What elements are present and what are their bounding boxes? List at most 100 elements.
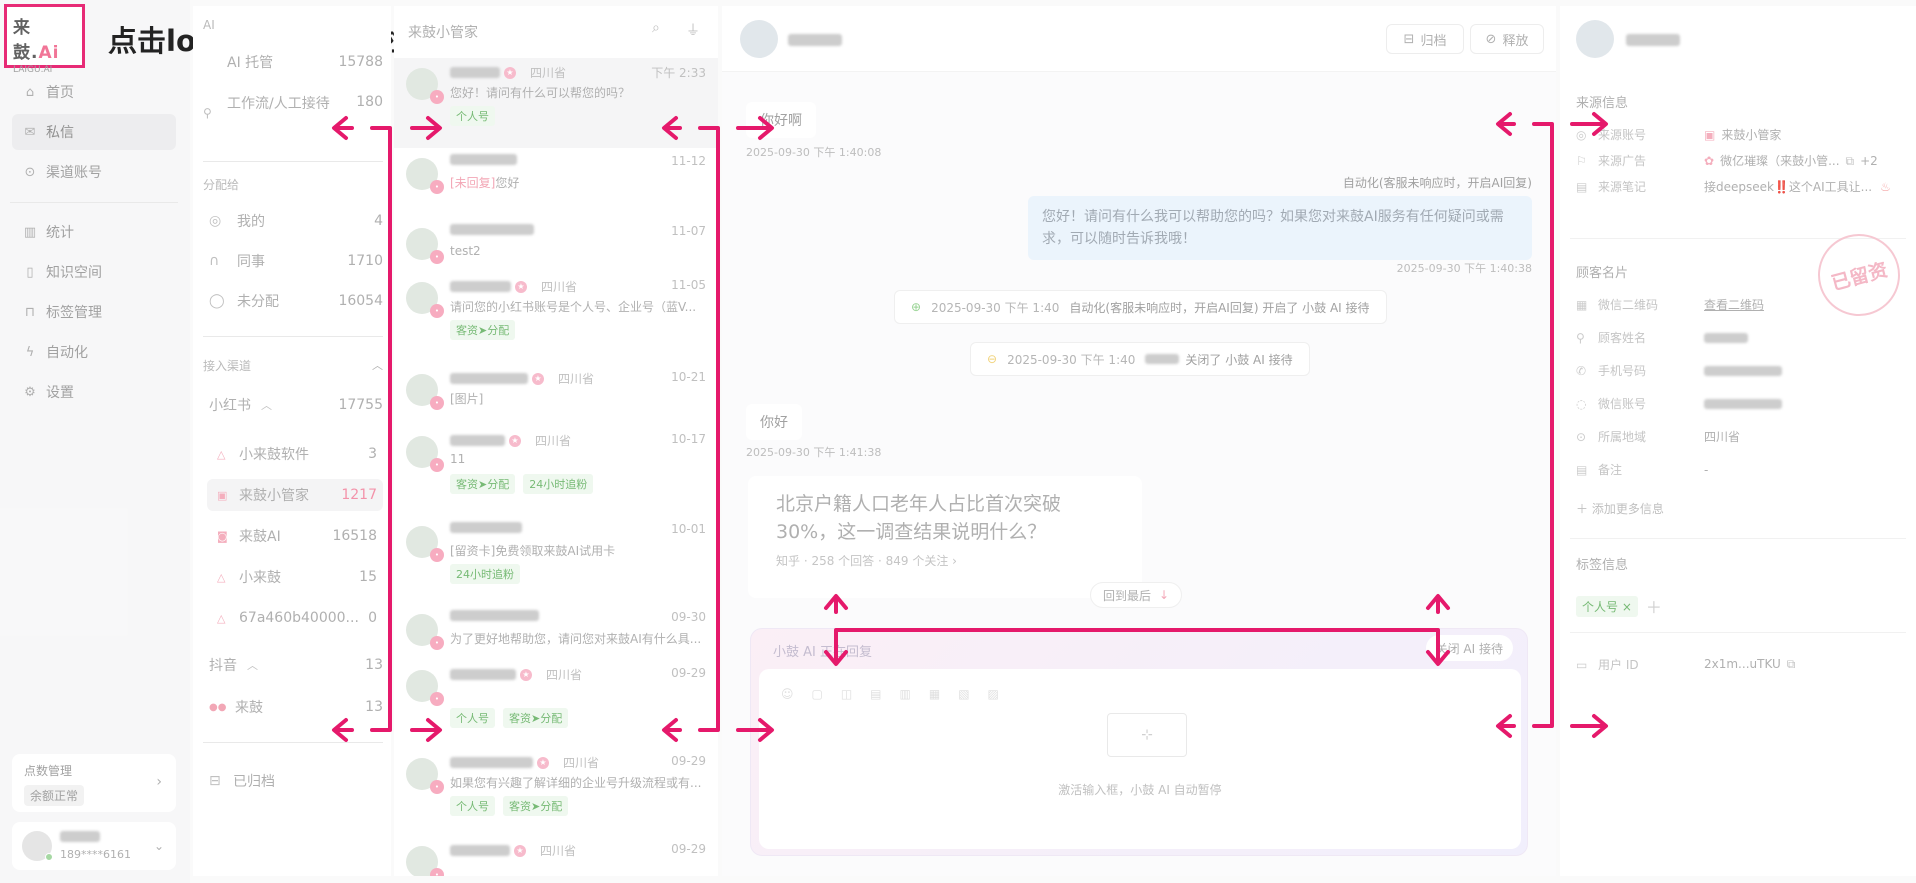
item-time: 09-29 xyxy=(671,754,706,768)
outgoing-message: 您好！请问有什么我可以帮助您的吗？如果您对来鼓AI服务有任何疑问或需求，可以随时… xyxy=(1028,196,1532,260)
filter-ai-hosting[interactable]: AI 托管 15788 xyxy=(203,52,383,72)
customer-card-section: 顾客名片 ▦微信二维码查看二维码⚲顾客姓名✆手机号码◌微信账号⊙所属地域四川省▤… xyxy=(1576,262,1906,532)
auto-reply-label: 自动化(客服未响应时，开启AI回复) xyxy=(1342,176,1532,190)
nav-item-messages[interactable]: ✉私信 xyxy=(12,114,176,150)
mail-icon: ✉ xyxy=(24,124,36,140)
composer-resize-bracket xyxy=(834,628,1440,652)
nav-item-channel-accounts[interactable]: ⊙ 渠道账号 xyxy=(12,154,176,190)
channel-xiaohongshu[interactable]: 小红书 ︿ 17755 xyxy=(209,394,383,416)
divider xyxy=(1570,238,1906,239)
close-ai-reception-button[interactable]: 关闭 AI 接待 xyxy=(1425,635,1513,661)
filter-label: 同事 xyxy=(237,254,265,270)
search-icon[interactable]: ⌕ xyxy=(652,20,660,36)
list-item[interactable]: •11-12[未回复]您好 xyxy=(394,148,718,218)
item-header xyxy=(450,224,534,235)
close-icon[interactable]: × xyxy=(1621,599,1632,614)
points-card[interactable]: 点数管理 余额正常 › xyxy=(12,754,176,812)
fire-icon: ♨ xyxy=(1880,180,1891,194)
composer-toolbar-icons[interactable]: ☺▢◫▤▥▦▧▨ xyxy=(781,687,1017,701)
arrow-right-icon xyxy=(1570,714,1608,738)
divider-bracket-right xyxy=(1532,122,1554,728)
item-preview: 为了更好地帮助您，请问您对来鼓AI有什么具... xyxy=(450,632,702,646)
platform-badge-icon: • xyxy=(430,180,444,194)
logo[interactable]: 来鼓.Ai LAIGU.AI xyxy=(4,4,85,75)
platform-badge-icon: • xyxy=(430,636,444,650)
nav-item-settings[interactable]: ⚙设置 xyxy=(12,374,176,410)
item-region: 四川省 xyxy=(535,434,572,448)
back-to-latest-button[interactable]: 回到最后↓ xyxy=(1090,582,1183,608)
channel-douyin[interactable]: 抖音 ︿ 13 xyxy=(209,654,383,676)
release-label: 释放 xyxy=(1502,33,1529,49)
item-header: ★四川省 xyxy=(450,666,582,683)
nav-item-home[interactable]: ⌂首页 xyxy=(12,74,176,110)
item-region: 四川省 xyxy=(540,844,577,858)
arrow-down-icon xyxy=(1426,648,1450,666)
link-card[interactable]: 北京户籍人口老年人占比首次突破30%，这一调查结果说明什么？ 知乎 · 258 … xyxy=(748,476,1142,598)
divider xyxy=(203,742,383,743)
filter-icon[interactable]: ⏚ xyxy=(686,23,700,39)
nav-item-tags[interactable]: ⊓标签管理 xyxy=(12,294,176,330)
account-count: 3 xyxy=(368,446,377,462)
filter-archived[interactable]: ⊟ 已归档 xyxy=(209,770,383,792)
nav-item-knowledge[interactable]: ▯知识空间 xyxy=(12,254,176,290)
tag-chip: 客资➤分配 xyxy=(503,796,569,816)
copy-icon[interactable]: ⧉ xyxy=(1845,154,1855,168)
channels-title: 接入渠道 xyxy=(203,358,252,373)
archive-icon: ⊟ xyxy=(1403,31,1415,47)
add-tag-icon[interactable]: ＋ xyxy=(1645,598,1662,617)
add-more-info-button[interactable]: ＋ 添加更多信息 xyxy=(1576,502,1664,516)
composer-input-area[interactable]: ☺▢◫▤▥▦▧▨ ⊹ 激活输入框，小鼓 AI 自动暂停 xyxy=(759,669,1521,849)
user-phone: 189****6161 xyxy=(60,847,131,861)
account-label: 67a460b40000... xyxy=(239,610,359,626)
archive-button[interactable]: ⊟ 归档 xyxy=(1386,24,1464,54)
chat-bubble-icon: ◯ xyxy=(209,293,225,309)
lightning-icon: ϟ xyxy=(25,344,35,360)
info-value-blurred xyxy=(1704,332,1748,343)
nav-item-stats[interactable]: ▥统计 xyxy=(12,214,176,250)
account-item[interactable]: △67a460b40000...0 xyxy=(207,602,383,634)
filter-assign-colleague[interactable]: ∩ 同事 1710 xyxy=(209,250,383,272)
item-tags: 个人号客资➤分配 xyxy=(450,708,576,728)
contact-name-blurred xyxy=(450,224,534,235)
user-card[interactable]: 189****6161 ⌄ xyxy=(12,822,176,870)
arrow-left-icon xyxy=(1496,112,1516,136)
channels-section-header[interactable]: 接入渠道 ︿ xyxy=(203,356,383,374)
info-extra-count[interactable]: +2 xyxy=(1860,154,1878,168)
chevron-up-icon: ︿ xyxy=(261,399,272,412)
star-icon: ★ xyxy=(537,756,549,769)
item-time: 09-29 xyxy=(671,842,706,856)
release-button[interactable]: ⊘释放 xyxy=(1470,24,1544,54)
divider xyxy=(1570,632,1906,633)
account-item[interactable]: ●● 来鼓 13 xyxy=(209,696,383,718)
filter-assign-unassigned[interactable]: ◯ 未分配 16054 xyxy=(209,290,383,312)
star-icon: ★ xyxy=(532,372,544,385)
info-value[interactable]: 接deepseek‼️这个AI工具让... xyxy=(1704,180,1873,194)
filter-workflow[interactable]: ⚲ 工作流/人工接待 180 xyxy=(203,94,383,134)
nav-label: 渠道账号 xyxy=(46,165,102,181)
composer[interactable]: 小鼓 AI 正在回复 关闭 AI 接待 ☺▢◫▤▥▦▧▨ ⊹ 激活输入框，小鼓 … xyxy=(750,628,1528,856)
location-pin-icon: ⊙ xyxy=(24,164,36,180)
logo-text: 来鼓.Ai xyxy=(13,13,76,63)
filter-count: 16054 xyxy=(338,293,383,309)
copy-icon[interactable]: ⧉ xyxy=(1786,657,1796,671)
tag-chip[interactable]: 个人号 × xyxy=(1576,595,1638,617)
archive-label: 归档 xyxy=(1420,33,1447,49)
info-value: 四川省 xyxy=(1704,430,1741,444)
info-value[interactable]: 查看二维码 xyxy=(1704,298,1765,312)
filter-assign-mine[interactable]: ◎ 我的 4 xyxy=(209,210,383,232)
